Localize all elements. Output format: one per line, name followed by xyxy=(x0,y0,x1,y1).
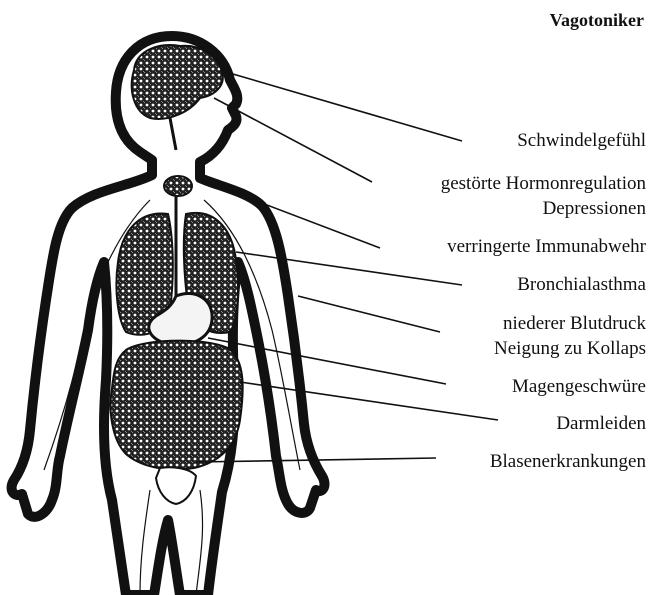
leader-line-1 xyxy=(214,98,372,182)
leader-line-4 xyxy=(236,252,462,285)
label-hormone-regulation: gestörte Hormonregulation xyxy=(441,173,646,195)
leader-line-8 xyxy=(240,382,498,420)
diagram-title: Vagotoniker xyxy=(550,10,644,31)
brain-stem xyxy=(170,118,176,150)
label-bronchial-asthma: Bronchialasthma xyxy=(517,274,646,296)
bladder-shape xyxy=(156,467,196,504)
label-immune-defense: verringerte Immunabwehr xyxy=(447,236,646,258)
leader-line-5 xyxy=(298,296,440,332)
label-intestinal-disease: Darmleiden xyxy=(556,413,646,435)
thyroid-shape xyxy=(164,176,192,196)
label-low-blood-pressure: niederer Blutdruck xyxy=(503,313,646,335)
brain-shape xyxy=(132,45,223,119)
leader-line-0 xyxy=(226,72,462,141)
label-depression: Depressionen xyxy=(543,198,646,220)
label-dizziness: Schwindelgefühl xyxy=(517,130,646,152)
intestines-shape xyxy=(111,341,243,470)
label-bladder-disease: Blasenerkrankungen xyxy=(490,451,646,473)
label-stomach-ulcers: Magengeschwüre xyxy=(512,376,646,398)
label-collapse: Neigung zu Kollaps xyxy=(494,338,646,360)
leader-line-7 xyxy=(208,338,446,384)
